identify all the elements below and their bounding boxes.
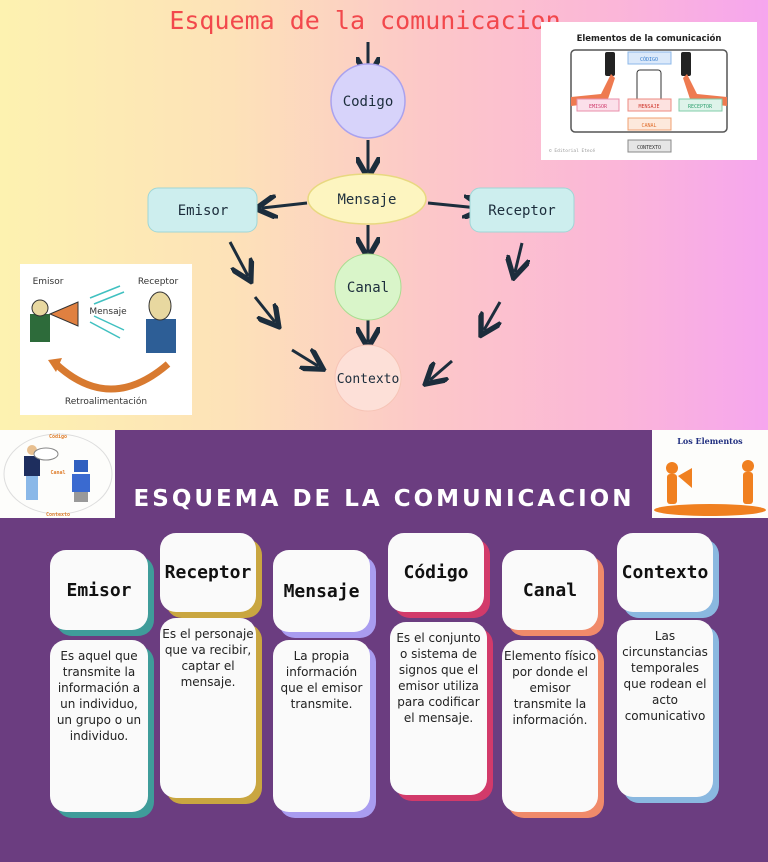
emisor-receptor-image: Emisor Receptor Mensaje Retroalimentació… xyxy=(20,264,192,415)
svg-text:Canal: Canal xyxy=(50,470,65,476)
los-elementos-image: Los Elementos xyxy=(652,430,768,518)
card-title-canal: Canal xyxy=(502,550,598,630)
svg-text:Receptor: Receptor xyxy=(138,277,179,287)
card-description: Es el personaje que va recibir, captar e… xyxy=(160,618,256,798)
communication-diagram: Codigo Mensaje Emisor Receptor Canal Con… xyxy=(147,42,575,412)
card-title-emisor: Emisor xyxy=(50,550,148,630)
svg-text:EMISOR: EMISOR xyxy=(589,104,608,110)
svg-text:Codigo: Codigo xyxy=(343,94,394,110)
svg-text:Código: Código xyxy=(49,433,67,440)
node-contexto xyxy=(334,344,402,412)
node-mensaje xyxy=(307,173,427,225)
card-title-código: Código xyxy=(388,533,484,612)
node-receptor xyxy=(469,187,575,233)
svg-text:Elementos de la comunicación: Elementos de la comunicación xyxy=(577,33,722,44)
card-description: Es aquel que transmite la información a … xyxy=(50,640,148,812)
svg-text:Emisor: Emisor xyxy=(178,203,229,219)
card-title-receptor: Receptor xyxy=(160,533,256,612)
svg-text:CÓDIGO: CÓDIGO xyxy=(640,56,658,63)
svg-text:Mensaje: Mensaje xyxy=(89,307,127,317)
diagram-title: Esquema de la comunicacion xyxy=(169,6,561,35)
svg-text:Mensaje: Mensaje xyxy=(337,192,396,208)
svg-text:© Editorial Etecé: © Editorial Etecé xyxy=(549,147,595,154)
svg-text:Canal: Canal xyxy=(347,280,389,296)
card-description: Es el conjunto o sistema de signos que e… xyxy=(390,622,487,795)
card-title-contexto: Contexto xyxy=(617,533,713,612)
svg-text:Contexto: Contexto xyxy=(46,512,70,518)
node-canal xyxy=(334,253,402,321)
node-codigo xyxy=(330,63,406,139)
card-title-mensaje: Mensaje xyxy=(273,550,370,632)
card-description: La propia información que el emisor tran… xyxy=(273,640,370,812)
svg-text:Receptor: Receptor xyxy=(488,203,555,219)
card-description: Elemento físico por donde el emisor tran… xyxy=(502,640,598,812)
node-emisor xyxy=(147,187,258,233)
svg-text:Emisor: Emisor xyxy=(33,277,64,287)
card-description: Las circunstancias temporales que rodean… xyxy=(617,620,713,797)
elementos-comunicacion-image: Elementos de la comunicación CÓDIGO EMIS… xyxy=(541,22,757,160)
svg-text:RECEPTOR: RECEPTOR xyxy=(688,104,713,110)
section-heading: ESQUEMA DE LA COMUNICACION xyxy=(133,486,635,512)
svg-text:Los Elementos: Los Elementos xyxy=(677,436,743,446)
svg-text:Contexto: Contexto xyxy=(337,372,400,387)
svg-text:CANAL: CANAL xyxy=(641,123,656,129)
svg-text:CONTEXTO: CONTEXTO xyxy=(637,145,661,151)
codigo-canal-contexto-image: Código Canal Contexto xyxy=(0,430,115,518)
svg-text:MENSAJE: MENSAJE xyxy=(638,104,659,110)
svg-text:Retroalimentación: Retroalimentación xyxy=(65,396,147,407)
